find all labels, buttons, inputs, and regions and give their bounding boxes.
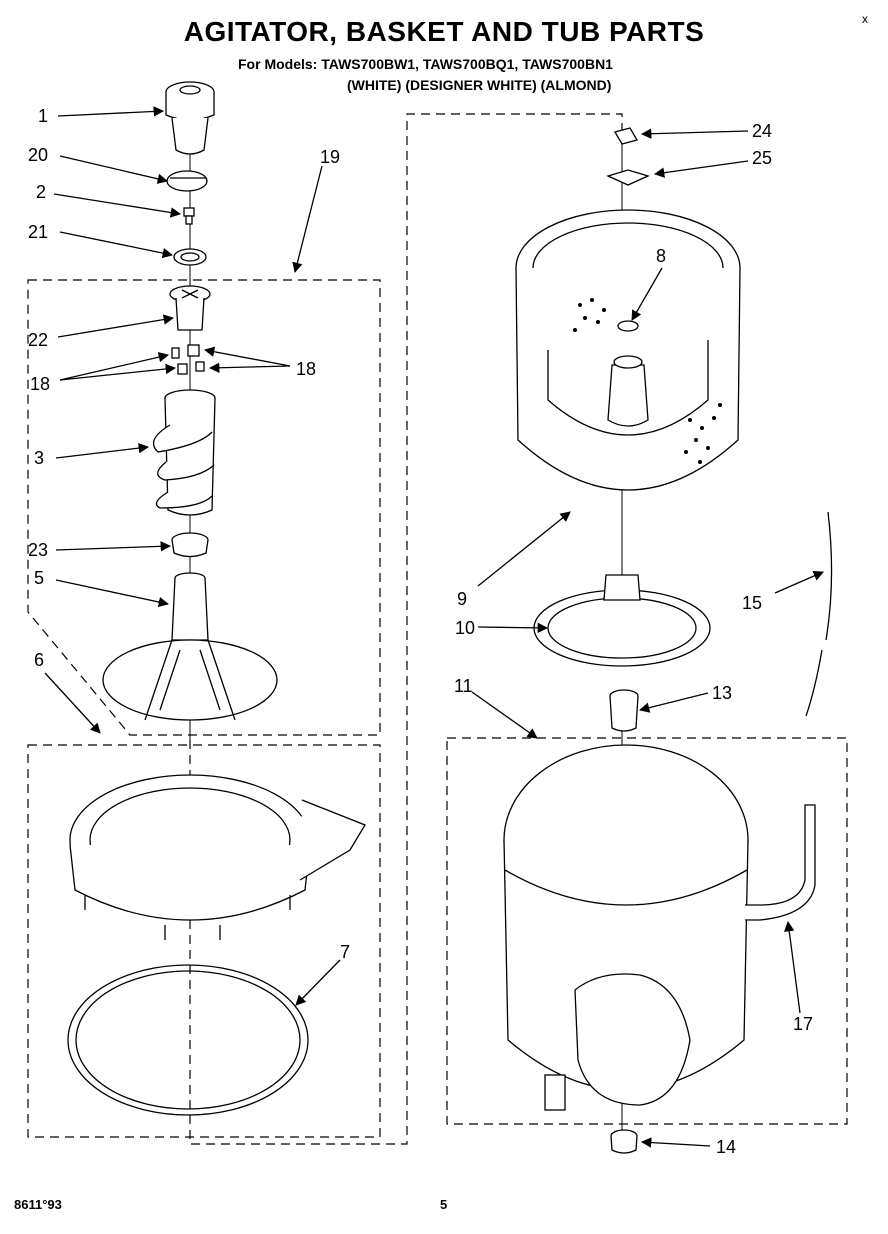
callout-18-left: 18 (30, 374, 50, 394)
document-code: 8611°93 (14, 1197, 62, 1212)
callout-1: 1 (38, 106, 48, 126)
group-box-19 (27, 279, 381, 736)
callout-2: 2 (36, 182, 46, 202)
assembly-link-line (189, 113, 623, 1145)
corner-mark: x (862, 12, 868, 26)
drive-block-part (609, 689, 639, 732)
callout-23: 23 (28, 540, 48, 560)
callout-5: 5 (34, 568, 44, 588)
callout-15: 15 (742, 593, 762, 613)
agitator-base-part (102, 572, 278, 721)
drive-cam-part (169, 285, 211, 331)
agitator-cap-part (165, 81, 215, 155)
callout-8: 8 (656, 246, 666, 266)
wash-basket-part (515, 209, 741, 491)
agitator-bolt-part (183, 207, 195, 225)
page-title: AGITATOR, BASKET AND TUB PARTS (183, 16, 705, 47)
clutch-assembly-part (533, 574, 711, 667)
callout-9: 9 (457, 589, 467, 609)
tub-seal-part (610, 1129, 638, 1154)
agitator-auger-part (152, 389, 216, 516)
model-list: For Models: TAWS700BW1, TAWS700BQ1, TAWS… (238, 56, 613, 72)
auger-bearing-part (171, 532, 209, 558)
callout-19: 19 (320, 147, 340, 167)
callout-18-right: 18 (296, 359, 316, 379)
group-box-6 (27, 744, 381, 1138)
callout-13: 13 (712, 683, 732, 703)
agitator-dogs-part (171, 344, 205, 375)
callout-17: 17 (793, 1014, 813, 1034)
drain-hose-part (805, 511, 833, 717)
callout-22: 22 (28, 330, 48, 350)
callout-10: 10 (455, 618, 475, 638)
callout-25: 25 (752, 148, 772, 168)
callout-24: 24 (752, 121, 772, 141)
callout-21: 21 (28, 222, 48, 242)
tub-ring-part (69, 774, 366, 940)
cap-insert-part (166, 170, 208, 192)
callout-6: 6 (34, 650, 44, 670)
callout-11: 11 (454, 676, 473, 696)
outer-tub-part (503, 744, 816, 1111)
color-variants: (WHITE) (DESIGNER WHITE) (ALMOND) (347, 77, 612, 93)
snubber-ring-part (67, 964, 309, 1116)
page-number: 5 (440, 1197, 448, 1212)
callout-3: 3 (34, 448, 44, 468)
callout-14: 14 (716, 1137, 736, 1157)
callout-20: 20 (28, 145, 48, 165)
basket-drive-clip-part (606, 169, 650, 186)
balance-ring-clip-part (614, 127, 638, 145)
callout-7: 7 (340, 942, 350, 962)
washer-part (173, 248, 207, 266)
group-box-11 (446, 737, 848, 1125)
